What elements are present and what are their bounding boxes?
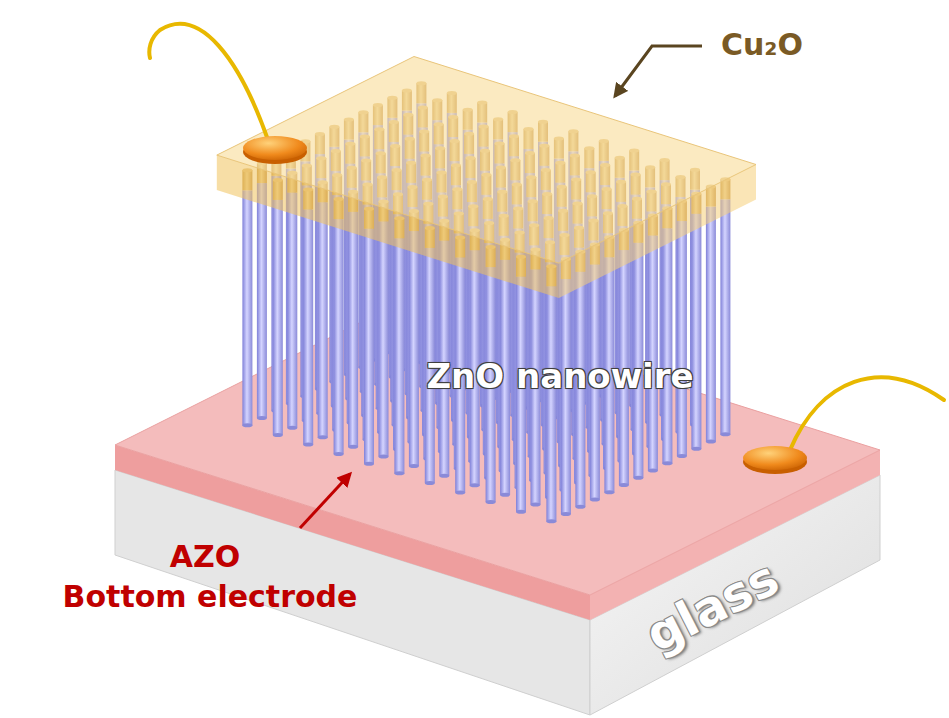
bottom-contact — [743, 446, 807, 470]
cu2o-top — [217, 57, 756, 264]
lead-wire — [790, 377, 944, 450]
nanowire — [364, 207, 374, 466]
top-contact — [243, 136, 307, 160]
material-label: ZnO nanowire — [426, 356, 693, 396]
part-label: Bottom electrode — [63, 579, 358, 614]
nanowire — [242, 168, 252, 427]
nanowire — [334, 197, 344, 456]
leader-line — [615, 46, 702, 96]
material-label: AZO — [170, 539, 240, 574]
lead-wire — [149, 24, 268, 140]
nanowire — [303, 188, 313, 447]
nanowire — [273, 178, 283, 437]
nanowire — [425, 226, 435, 485]
nanowire — [394, 216, 404, 475]
leader-arrow — [300, 474, 350, 528]
material-label: Cu₂O — [721, 27, 803, 62]
